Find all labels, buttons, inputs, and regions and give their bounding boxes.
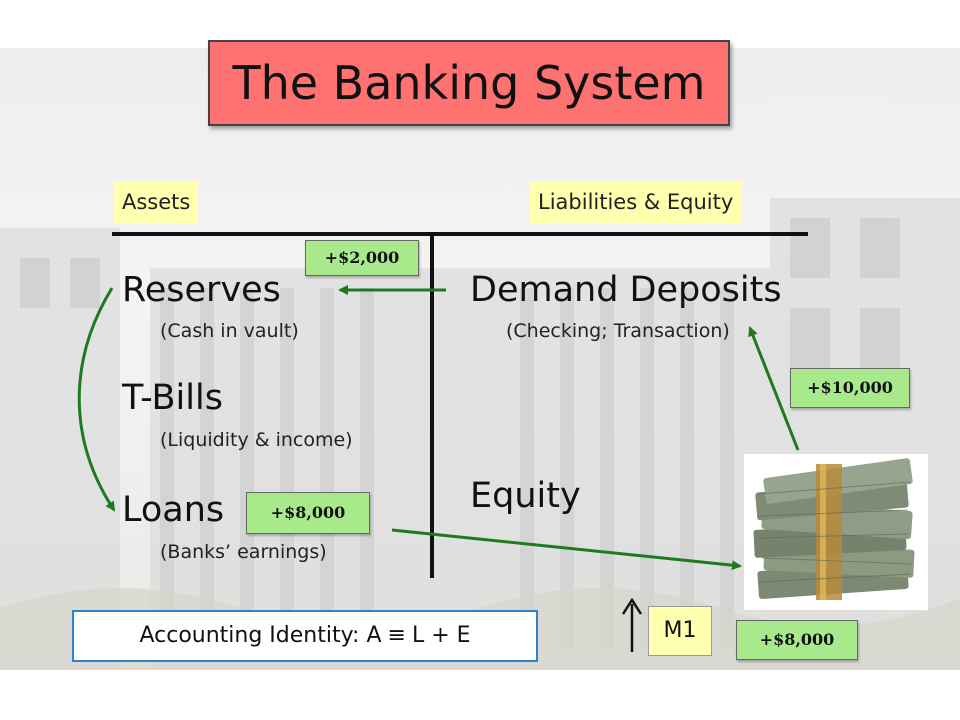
identity-lhs: A xyxy=(366,623,382,648)
identity-relation: ≡ xyxy=(387,623,406,648)
tbills-label: T-Bills xyxy=(122,378,223,418)
identity-rhs: L + E xyxy=(411,623,471,648)
loans-note: (Banks’ earnings) xyxy=(160,541,327,563)
liabilities-header: Liabilities & Equity xyxy=(530,181,742,223)
demand-deposits-label: Demand Deposits xyxy=(470,270,782,310)
reserves-label: Reserves xyxy=(122,270,281,310)
identity-prefix: Accounting Identity: xyxy=(139,623,360,648)
page-title: The Banking System xyxy=(208,40,730,126)
money-stack-image xyxy=(744,454,928,610)
money-supply-m1: M1 xyxy=(648,606,712,656)
up-arrow-icon xyxy=(621,598,643,652)
loans-to-money-arrow xyxy=(391,528,742,571)
loans-change-tag: +$8,000 xyxy=(246,492,370,534)
t-account-vertical-line xyxy=(430,232,434,578)
bank-building-image xyxy=(0,198,960,670)
money-change-tag: +$8,000 xyxy=(736,620,858,660)
demand-deposits-note: (Checking; Transaction) xyxy=(506,320,730,342)
t-account-horizontal-line xyxy=(112,232,808,236)
tbills-note: (Liquidity & income) xyxy=(160,429,353,451)
deposits-change-tag: +$10,000 xyxy=(790,368,910,408)
equity-label: Equity xyxy=(470,476,581,516)
accounting-identity-box: Accounting Identity: A≡L + E xyxy=(72,610,538,662)
loans-label: Loans xyxy=(122,490,225,530)
reserves-note: (Cash in vault) xyxy=(160,320,299,342)
reserves-to-loans-arrow xyxy=(77,287,116,512)
assets-header: Assets xyxy=(114,181,199,223)
reserves-change-tag: +$2,000 xyxy=(305,240,419,276)
money-to-deposits-arrow xyxy=(748,326,800,451)
